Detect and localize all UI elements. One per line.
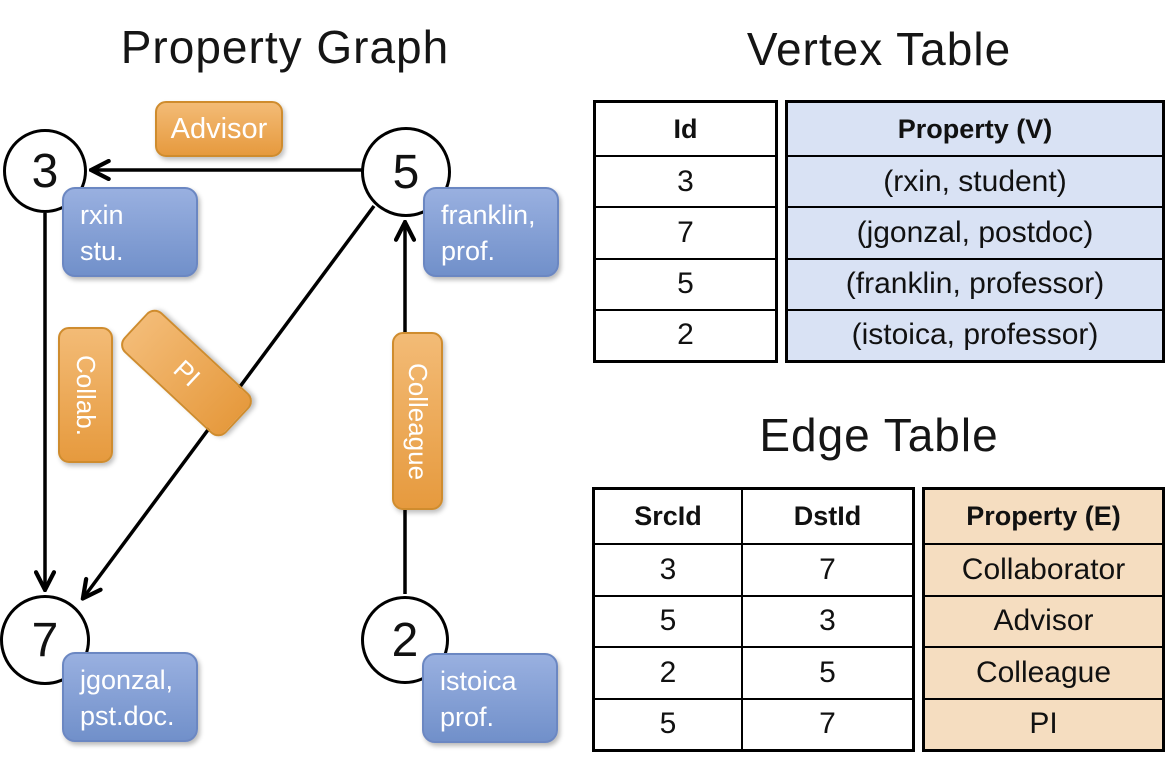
vertex-label-istoica: istoica prof. <box>422 653 558 743</box>
edge-table-header-dstid: DstId <box>793 501 862 531</box>
edge-table-cell-src-3: 5 <box>595 697 743 749</box>
edge-table-cell-property-1: Advisor <box>925 594 1162 646</box>
graph-node-5-id: 5 <box>392 145 420 199</box>
vertex-table-header-property: Property (V) <box>788 103 1162 155</box>
edge-label-pi-text: PI <box>167 353 207 392</box>
edge-table-title: Edge Table <box>759 409 999 461</box>
edge-table-cell-dst-3: 7 <box>743 697 912 750</box>
edge-label-advisor: Advisor <box>155 101 283 157</box>
edge-table-cell-src-0: 3 <box>595 543 743 595</box>
vertex-label-istoica-line1: istoica <box>440 666 517 696</box>
vertex-label-jgonzal-line2: pst.doc. <box>80 700 175 731</box>
vertex-table-cell-id-1: 7 <box>596 206 775 257</box>
edge-label-collab-text: Collab. <box>71 354 101 436</box>
vertex-label-franklin-line1: franklin, <box>441 200 536 230</box>
vertex-label-rxin: rxin stu. <box>62 187 198 277</box>
edge-table-cell-src-1: 5 <box>595 594 743 646</box>
vertex-label-jgonzal-line1: jgonzal, <box>80 665 174 695</box>
vertex-table-cell-id-3: 2 <box>596 308 775 360</box>
edge-table-cell-src-2: 2 <box>595 646 743 698</box>
vertex-table-cell-property-3: (istoica, professor) <box>788 308 1162 360</box>
vertex-label-franklin-line2: prof. <box>441 235 496 266</box>
vertex-table-id-column: Id 3 7 5 2 <box>593 100 778 363</box>
vertex-table-cell-id-2: 5 <box>596 257 775 309</box>
vertex-table-title: Vertex Table <box>746 23 1012 75</box>
edge-table-id-columns: SrcId DstId 3 7 5 3 2 5 5 7 <box>592 487 915 752</box>
vertex-label-rxin-line2: stu. <box>80 235 124 266</box>
vertex-table-header-id: Id <box>673 113 698 144</box>
edge-table-cell-property-3: PI <box>925 697 1162 749</box>
graph-node-5: 5 <box>361 127 451 217</box>
edge-table-cell-dst-0: 7 <box>743 543 912 595</box>
property-graph-title: Property Graph <box>120 21 450 73</box>
vertex-table-cell-id-0: 3 <box>596 155 775 206</box>
vertex-label-rxin-line1: rxin <box>80 200 124 230</box>
edge-label-colleague-text: Colleague <box>403 362 433 480</box>
graph-node-2-id: 2 <box>391 613 419 667</box>
graph-node-7-id: 7 <box>31 613 59 667</box>
vertex-label-istoica-line2: prof. <box>440 701 495 732</box>
vertex-table-property-column: Property (V) (rxin, student) (jgonzal, p… <box>785 100 1165 363</box>
vertex-table-cell-property-2: (franklin, professor) <box>788 257 1162 309</box>
vertex-table-cell-property-1: (jgonzal, postdoc) <box>788 206 1162 258</box>
vertex-label-jgonzal: jgonzal, pst.doc. <box>62 652 198 742</box>
edge-label-collab: Collab. <box>58 327 113 463</box>
edge-label-advisor-text: Advisor <box>170 112 268 145</box>
edge-table-header-property: Property (E) <box>925 490 1162 543</box>
edge-label-colleague: Colleague <box>392 332 443 510</box>
vertex-label-franklin: franklin, prof. <box>423 187 559 277</box>
edge-table-header-srcid: SrcId <box>595 490 743 543</box>
edge-table-cell-dst-2: 5 <box>743 646 912 698</box>
edge-table-cell-property-0: Collaborator <box>925 543 1162 595</box>
edge-table-property-column: Property (E) Collaborator Advisor Collea… <box>922 487 1165 752</box>
graph-node-2: 2 <box>361 596 449 684</box>
edge-table-cell-dst-1: 3 <box>743 594 912 647</box>
edge-table-cell-property-2: Colleague <box>925 646 1162 698</box>
graph-node-3-id: 3 <box>31 144 59 198</box>
vertex-table-cell-property-0: (rxin, student) <box>788 155 1162 207</box>
